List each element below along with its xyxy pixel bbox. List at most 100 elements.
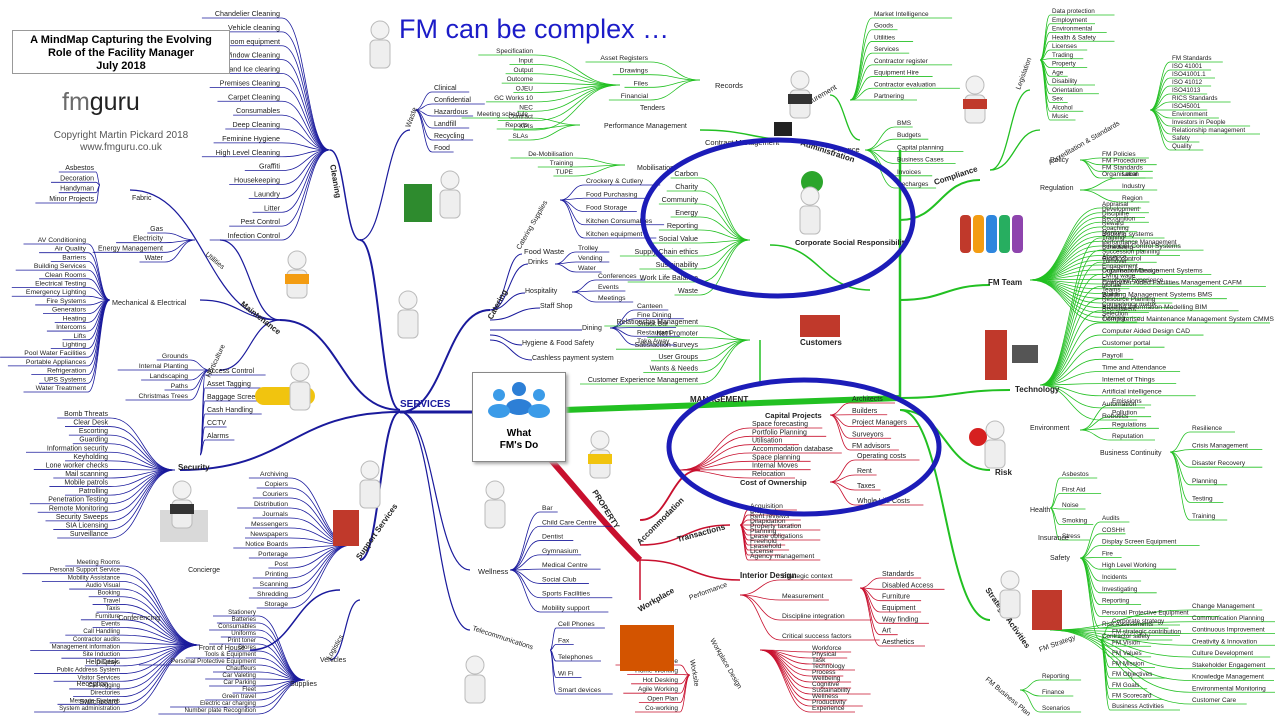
label-property: Property bbox=[1052, 61, 1077, 68]
label-emissions: Emissions bbox=[1112, 398, 1142, 405]
node-supplies: Supplies bbox=[290, 681, 317, 688]
label-uniforms: Uniforms bbox=[231, 630, 256, 637]
label-internal-planting: Internal Planting bbox=[139, 363, 188, 370]
label-smart-devices: Smart devices bbox=[558, 687, 602, 694]
label-hazardous: Hazardous bbox=[434, 109, 468, 116]
label-data-protection: Data protection bbox=[1052, 8, 1095, 15]
label-infection-control: Infection Control bbox=[228, 231, 281, 240]
label-couriers: Couriers bbox=[262, 491, 288, 498]
label-escorting: Escorting bbox=[79, 428, 108, 435]
branch-line bbox=[400, 412, 470, 570]
compliance-figure-icon bbox=[963, 76, 987, 123]
label-building-services: Building Services bbox=[34, 263, 87, 270]
node-cashless-payment-system: Cashless payment system bbox=[532, 355, 614, 362]
node-corporate-social-responsibility: Corporate Social Responsibility bbox=[795, 238, 909, 247]
label-shredding: Shredding bbox=[257, 591, 288, 598]
strategy-figure-icon bbox=[1000, 571, 1020, 618]
label-computer-aided-design-cad: Computer Aided Design CAD bbox=[1102, 328, 1190, 335]
label-electrical-testing: Electrical Testing bbox=[35, 281, 86, 288]
branch-line bbox=[535, 64, 620, 85]
label-high-level-working: High Level Working bbox=[1102, 562, 1157, 569]
label-pool-water-facilities: Pool Water Facilities bbox=[24, 350, 86, 357]
laptop-icon bbox=[1012, 345, 1038, 363]
label-rent: Rent bbox=[857, 468, 872, 475]
label-surveillance: Surveillance bbox=[70, 531, 108, 538]
label-post: Post bbox=[274, 561, 288, 568]
branch-line bbox=[1170, 452, 1190, 520]
label-ojeu: OJEU bbox=[516, 86, 534, 93]
recycling-figure-icon bbox=[440, 171, 460, 218]
label-gas: Gas bbox=[150, 226, 163, 233]
branch-line bbox=[830, 482, 855, 505]
branch-line bbox=[415, 110, 432, 140]
label-equipment-hire: Equipment Hire bbox=[874, 70, 919, 77]
label-capital-planning: Capital planning bbox=[897, 144, 944, 151]
label-barriers: Barriers bbox=[62, 254, 86, 261]
branch-line bbox=[1100, 640, 1110, 710]
branch-line bbox=[700, 240, 750, 282]
label-social-club: Social Club bbox=[542, 576, 577, 583]
branch-line bbox=[1150, 62, 1170, 110]
label-health-safety: Health & Safety bbox=[1052, 34, 1097, 41]
node-catering: Catering bbox=[486, 288, 509, 321]
label-relationship-management: Relationship management bbox=[1172, 127, 1245, 134]
branch-line bbox=[650, 80, 700, 100]
label-mail-scanning: Mail scanning bbox=[65, 471, 108, 478]
label-licenses: Licenses bbox=[1052, 43, 1077, 50]
branch-line bbox=[282, 60, 330, 150]
label-crisis-management: Crisis Management bbox=[1192, 443, 1248, 450]
label-child-care-centre: Child Care Centre bbox=[542, 519, 597, 526]
branch-line bbox=[535, 85, 620, 121]
branch-line bbox=[830, 415, 850, 438]
mindmap-title-line-1: A MindMap Capturing the Evolving bbox=[13, 34, 229, 47]
branch-line bbox=[610, 328, 635, 345]
label-fax: Fax bbox=[558, 638, 570, 645]
branch-line bbox=[122, 645, 200, 704]
branch-line bbox=[88, 300, 110, 392]
branch-line bbox=[510, 526, 540, 570]
label-noise: Noise bbox=[1062, 502, 1079, 509]
label-energy: Energy bbox=[675, 208, 698, 217]
branch-line bbox=[1030, 280, 1100, 298]
label-reporting: Reporting bbox=[667, 221, 698, 230]
label-ups-systems: UPS Systems bbox=[44, 376, 87, 383]
team-figure-icon bbox=[999, 215, 1010, 253]
label-community: Community bbox=[662, 195, 699, 204]
label-carpet-cleaning: Carpet Cleaning bbox=[228, 92, 280, 101]
logo-fm: fm bbox=[62, 88, 90, 116]
label-environmental: Environmental bbox=[1052, 26, 1092, 33]
label-invoices: Invoices bbox=[897, 169, 922, 176]
label-social-value: Social Value bbox=[659, 234, 698, 243]
label-first-aid: First Aid bbox=[1062, 487, 1086, 494]
label-clear-desk: Clear Desk bbox=[73, 420, 108, 427]
hub-label: What FM's Do bbox=[473, 428, 565, 452]
label-bomb-threats: Bomb Threats bbox=[64, 411, 108, 418]
label-slas: SLAs bbox=[512, 133, 528, 140]
branch-line bbox=[610, 328, 635, 336]
branch-line bbox=[110, 470, 175, 504]
branch-line bbox=[1030, 222, 1100, 280]
node-mechanical-electrical: Mechanical & Electrical bbox=[112, 298, 187, 307]
telecom-figure-icon bbox=[465, 656, 485, 703]
label-car-valeting: Car Valeting bbox=[222, 672, 256, 679]
branch-line bbox=[572, 292, 596, 302]
label-security-sweeps: Security Sweeps bbox=[56, 514, 109, 521]
label-customer-portal: Customer portal bbox=[1102, 340, 1151, 347]
label-scanning: Scanning bbox=[260, 581, 289, 588]
node-hygiene-food-safety: Hygiene & Food Safety bbox=[522, 340, 594, 347]
chef-figure-icon bbox=[398, 291, 418, 338]
label-building-management-systems-bms: Building Management Systems BMS bbox=[1102, 292, 1213, 299]
label-medical-centre: Medical Centre bbox=[542, 562, 588, 569]
label-critical-success-factors: Critical success factors bbox=[782, 633, 852, 640]
briefcase-icon bbox=[774, 122, 792, 136]
label-audits: Audits bbox=[1102, 515, 1120, 522]
label-stock-control: Stock control bbox=[1102, 255, 1142, 262]
hub-line-1: What bbox=[473, 428, 565, 440]
label-open-plan: Open Plan bbox=[647, 696, 678, 703]
label-patrolling: Patrolling bbox=[79, 488, 108, 495]
branch-line bbox=[122, 574, 200, 645]
label-public-address-system: Public Address System bbox=[57, 667, 120, 674]
node-dining: Dining bbox=[582, 325, 602, 332]
label-goods: Goods bbox=[874, 23, 894, 30]
branch-line bbox=[1150, 110, 1170, 150]
